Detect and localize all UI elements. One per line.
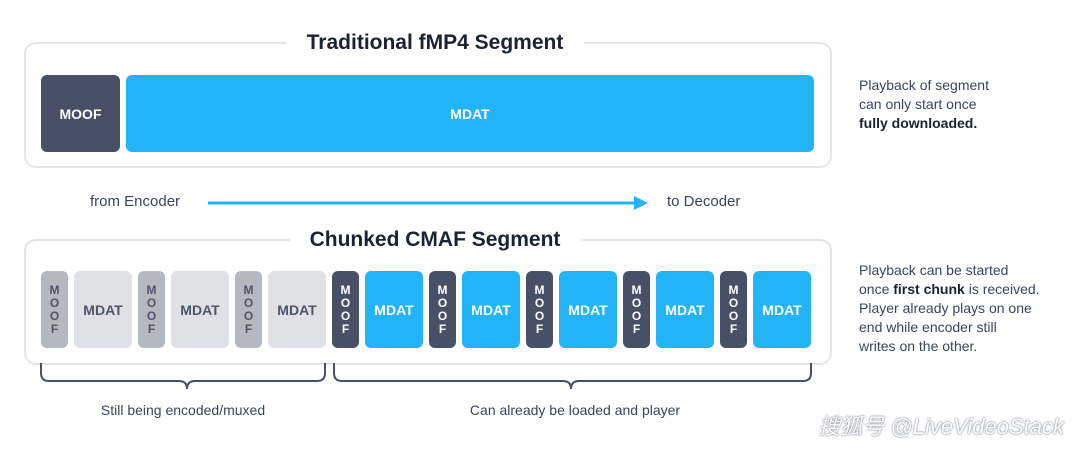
- chunk-mdat-box: MDAT: [171, 271, 229, 348]
- chunk-mdat-box: MDAT: [74, 271, 132, 348]
- moof-letter: O: [146, 295, 157, 310]
- moof-letter: O: [631, 308, 642, 323]
- chunk-mdat-box: MDAT: [462, 271, 520, 348]
- moof-letter: O: [146, 308, 157, 323]
- moof-letter: M: [437, 282, 448, 297]
- moof-letter: O: [243, 308, 254, 323]
- traditional-playback-note: Playback of segment can only start once …: [859, 76, 989, 133]
- moof-letter: F: [341, 321, 350, 336]
- chunk-mdat-box: MDAT: [559, 271, 617, 348]
- moof-letter: M: [243, 282, 254, 297]
- chunk-mdat-box: MDAT: [656, 271, 714, 348]
- moof-letter: O: [243, 295, 254, 310]
- note-line: Playback of segment: [859, 77, 989, 93]
- moof-letter: M: [534, 282, 545, 297]
- moof-letter: O: [340, 295, 351, 310]
- moof-letter: F: [632, 321, 641, 336]
- moof-letter: M: [49, 282, 60, 297]
- note-line: writes on the other.: [859, 338, 978, 354]
- note-line: Playback can be started: [859, 262, 1009, 278]
- moof-letter: F: [438, 321, 447, 336]
- chunk-mdat-box: MDAT: [753, 271, 811, 348]
- cmaf-playback-note: Playback can be started once first chunk…: [859, 261, 1040, 356]
- moof-letter: F: [147, 321, 156, 336]
- moof-letter: M: [728, 282, 739, 297]
- moof-letter: O: [728, 308, 739, 323]
- note-line-bold: fully downloaded.: [859, 115, 978, 131]
- traditional-segment-title: Traditional fMP4 Segment: [286, 31, 584, 55]
- traditional-moof-box: MOOF: [41, 75, 120, 152]
- moof-letter: O: [49, 295, 60, 310]
- moof-letter: F: [729, 321, 738, 336]
- cmaf-segment-title: Chunked CMAF Segment: [289, 228, 581, 252]
- to-decoder-label: to Decoder: [667, 193, 741, 210]
- moof-letter: M: [340, 282, 351, 297]
- from-encoder-label: from Encoder: [90, 193, 181, 210]
- moof-letter: F: [50, 321, 59, 336]
- moof-letter: O: [728, 295, 739, 310]
- traditional-mdat-box: MDAT: [126, 75, 814, 152]
- right-brace: [333, 363, 812, 390]
- watermark: 搜狐号 @LiveVideoStack: [818, 414, 1064, 439]
- moof-letter: O: [340, 308, 351, 323]
- moof-letter: F: [244, 321, 253, 336]
- moof-letter: O: [49, 308, 60, 323]
- moof-letter: M: [146, 282, 157, 297]
- note-line: Player already plays on one: [859, 300, 1032, 316]
- still-encoding-label: Still being encoded/muxed: [100, 402, 266, 418]
- moof-letter: O: [534, 308, 545, 323]
- moof-letter: M: [631, 282, 642, 297]
- note-line: end while encoder still: [859, 319, 997, 335]
- moof-letter: O: [534, 295, 545, 310]
- moof-letter: O: [437, 308, 448, 323]
- chunk-mdat-box: MDAT: [365, 271, 423, 348]
- moof-letter: O: [631, 295, 642, 310]
- ready-to-load-label: Can already be loaded and player: [469, 402, 681, 418]
- note-line: once first chunk is received.: [859, 281, 1040, 297]
- note-line: can only start once: [859, 96, 977, 112]
- chunk-mdat-box: MDAT: [268, 271, 326, 348]
- left-brace: [40, 363, 326, 390]
- moof-letter: F: [535, 321, 544, 336]
- moof-letter: O: [437, 295, 448, 310]
